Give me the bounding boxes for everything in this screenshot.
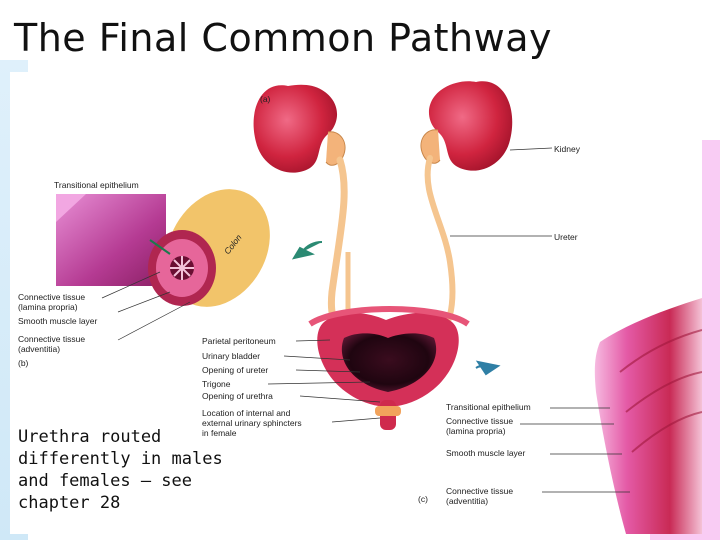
ureter-label: Ureter: [554, 232, 578, 242]
connective-tissue-lp-b-label: Connective tissue: [18, 292, 86, 302]
slide-title: The Final Common Pathway: [14, 16, 552, 60]
right-ureter: [424, 155, 456, 335]
urinary-bladder-label: Urinary bladder: [202, 351, 261, 361]
smooth-muscle-b-label: Smooth muscle layer: [18, 316, 98, 326]
smooth-muscle-c-label: Smooth muscle layer: [446, 448, 526, 458]
adventitia-b-label: (adventitia): [18, 344, 61, 354]
left-kidney: [253, 84, 338, 173]
trigone-label: Trigone: [202, 379, 231, 389]
connective-tissue-lp-c-label: Connective tissue: [446, 416, 514, 426]
adventitia-c-label: (adventitia): [446, 496, 489, 506]
sphincters-label-line3: in female: [202, 428, 237, 438]
transitional-epithelium-c-label: Transitional epithelium: [446, 402, 531, 412]
connective-tissue-adv-b-label: Connective tissue: [18, 334, 86, 344]
panel-c-label: (c): [418, 494, 428, 504]
panel-b-tissue-block: [56, 194, 166, 286]
opening-of-urethra-label: Opening of urethra: [202, 391, 273, 401]
right-kidney: [428, 81, 513, 171]
urinary-tract-illustration: [56, 81, 702, 534]
kidney-label: Kidney: [554, 144, 580, 154]
slide-caption: Urethra routed differently in males and …: [18, 427, 223, 513]
panel-c-tissue-wedge: [594, 298, 702, 534]
lamina-propria-b-label: (lamina propria): [18, 302, 78, 312]
sphincters-label-line2: external urinary sphincters: [202, 418, 302, 428]
lamina-propria-c-label: (lamina propria): [446, 426, 506, 436]
sphincters-label-line1: Location of internal and: [202, 408, 291, 418]
connective-tissue-adv-c-label: Connective tissue: [446, 486, 514, 496]
parietal-peritoneum-label: Parietal peritoneum: [202, 336, 276, 346]
urinary-tract-figure: (a) Kidney Ureter Colon Transitional epi…: [10, 72, 702, 534]
transitional-epithelium-b-label: Transitional epithelium: [54, 180, 139, 190]
opening-of-ureter-label: Opening of ureter: [202, 365, 269, 375]
panel-a-label: (a): [260, 94, 271, 104]
panel-b-label: (b): [18, 358, 29, 368]
